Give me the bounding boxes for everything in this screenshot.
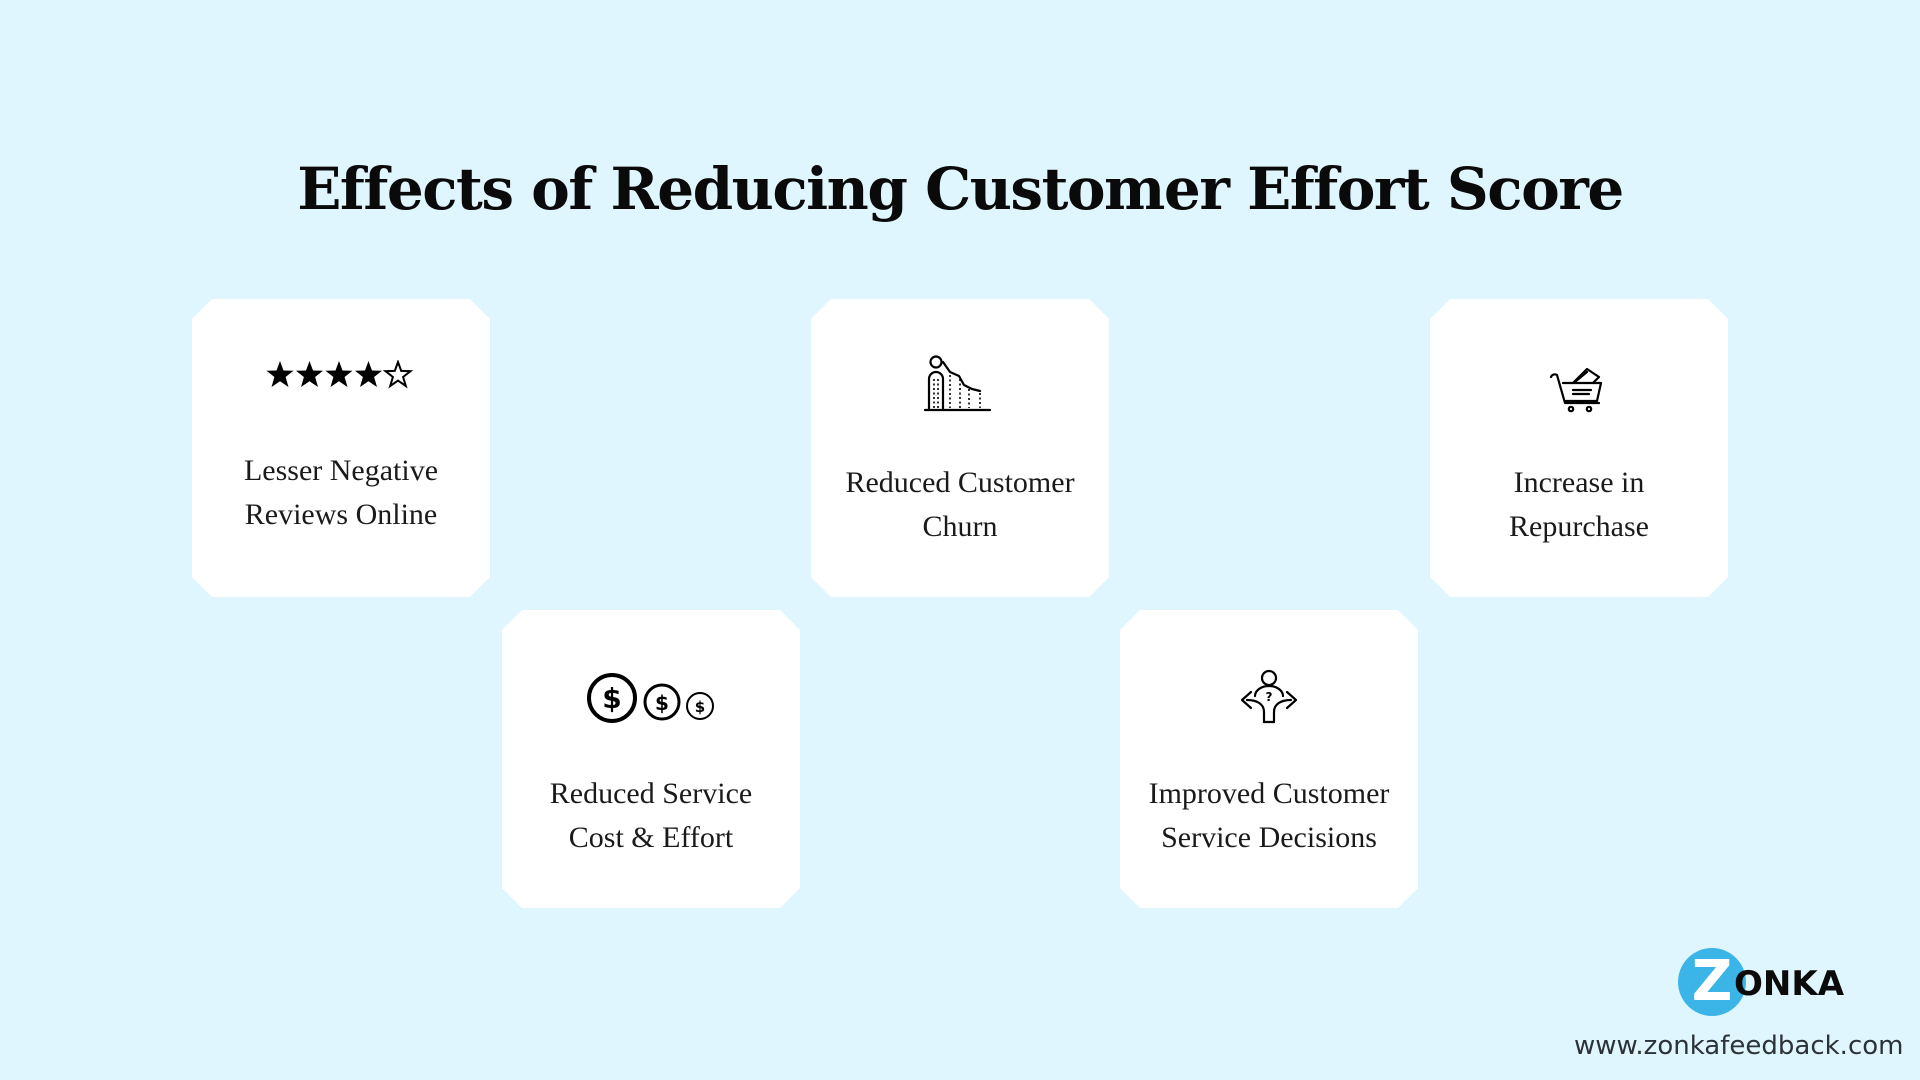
card-label-line-1: Improved Customer — [1148, 777, 1390, 810]
card-label: Lesser Negative Reviews Online — [192, 449, 490, 537]
svg-text:?: ? — [1266, 690, 1273, 704]
card-label-line-1: Reduced Service — [549, 777, 753, 810]
card-lesser-negative-reviews: Lesser Negative Reviews Online — [192, 299, 490, 597]
card-label: Increase in Repurchase — [1430, 461, 1728, 549]
logo-wordmark: ONKA — [1734, 964, 1845, 1004]
card-label-line-2: Service Decisions — [1161, 821, 1377, 854]
card-label-line-2: Repurchase — [1509, 510, 1649, 543]
card-label-line-2: Churn — [922, 510, 998, 543]
card-label-line-2: Cost & Effort — [568, 821, 734, 854]
page-title: Effects of Reducing Customer Effort Scor… — [297, 154, 1624, 223]
logo-circle — [1678, 948, 1746, 1016]
card-improved-service-decisions: ? Improved Customer Service Decisions — [1120, 610, 1418, 908]
logo-initial: Z — [1691, 949, 1733, 1014]
card-label-line-1: Increase in — [1513, 466, 1645, 499]
card-reduced-customer-churn: Reduced Customer Churn — [811, 299, 1109, 597]
svg-text:$: $ — [695, 698, 705, 716]
dollar-coins-icon: $ $ $ — [502, 670, 800, 726]
svg-text:$: $ — [602, 682, 621, 715]
zonka-logo: Z ONKA — [1678, 948, 1848, 1020]
card-label: Improved Customer Service Decisions — [1120, 772, 1418, 860]
card-increase-in-repurchase: Increase in Repurchase — [1430, 299, 1728, 597]
churn-decline-icon — [811, 355, 1109, 415]
card-label-line-1: Lesser Negative — [243, 454, 439, 487]
svg-text:$: $ — [655, 691, 669, 715]
star-rating-icon — [192, 359, 490, 391]
shopping-cart-icon — [1430, 361, 1728, 413]
card-label: Reduced Service Cost & Effort — [502, 772, 800, 860]
card-reduced-service-cost: $ $ $ Reduced Service Cost & Effort — [502, 610, 800, 908]
card-label-line-1: Reduced Customer — [845, 466, 1075, 499]
card-label-line-2: Reviews Online — [244, 498, 438, 531]
decision-arrows-icon: ? — [1120, 668, 1418, 726]
website-url: www.zonkafeedback.com — [1574, 1031, 1904, 1061]
card-label: Reduced Customer Churn — [811, 461, 1109, 549]
